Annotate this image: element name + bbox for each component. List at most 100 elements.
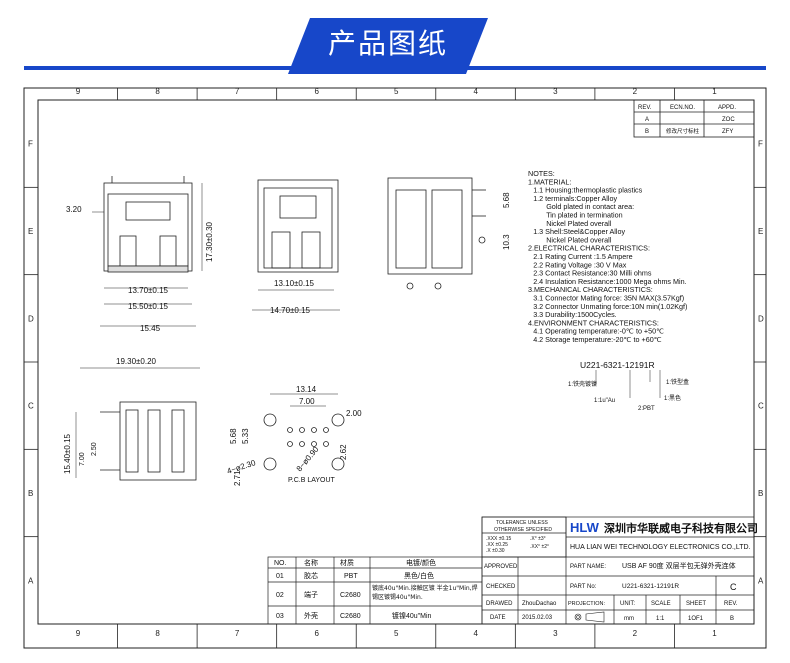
- drawer-name: ZhouDachao: [522, 601, 557, 607]
- rev-label: REV.: [724, 601, 738, 607]
- bom-row1-no: 01: [276, 573, 284, 580]
- rev-row-a-rev: A: [645, 117, 649, 123]
- bom-row2-no: 02: [276, 592, 284, 599]
- grid-row-left-A: A: [28, 576, 34, 585]
- dim-17-30: 17.30±0.30: [205, 221, 214, 262]
- dim-15-45: 15.45: [140, 324, 161, 333]
- part-no-label: PART No:: [570, 584, 597, 590]
- front-view: [103, 176, 193, 273]
- dim-2-71: 2.71: [233, 470, 242, 486]
- bom-header-mat: 材质: [340, 558, 354, 567]
- note-line: 2.2 Rating Voltage :30 V Max: [533, 260, 627, 269]
- note-line: 3.MECHANICAL CHARACTERISTICS:: [528, 285, 653, 294]
- note-line: 2.3 Contact Resistance:30 Milli ohms: [533, 269, 652, 278]
- grid-col-bottom-2: 2: [633, 629, 638, 638]
- rev-value: B: [730, 616, 734, 622]
- rev-header-ecn: ECN.NO.: [670, 105, 695, 111]
- note-line: 3.3 Durability:1500Cycles.: [533, 310, 617, 319]
- grid-col-top-7: 7: [235, 87, 240, 96]
- grid-col-top-2: 2: [633, 87, 638, 96]
- sheet-label: SHEET: [686, 601, 706, 607]
- grid-col-top-5: 5: [394, 87, 399, 96]
- note-line: Nickel Plated overall: [546, 235, 612, 244]
- outer-frame: [23, 87, 767, 649]
- bom-row1-plating: 黑色/白色: [404, 571, 434, 580]
- bom-row1-name: 胶芯: [304, 571, 318, 580]
- rev-row-b-rev: B: [645, 129, 649, 135]
- grid-row-right-F: F: [758, 140, 763, 149]
- part-name: USB AF 90度 双层半包无弹外壳连体: [622, 561, 736, 570]
- note-line: Tin plated in termination: [546, 211, 622, 220]
- unit-label: UNIT:: [620, 601, 635, 607]
- part-code-l2: 1:1u"Au: [594, 398, 615, 404]
- dim-5-33: 5.33: [241, 428, 250, 444]
- bottom-view: [100, 401, 197, 481]
- tolerance-r2a: .XX ±0.25: [486, 542, 508, 548]
- bom-row1-mat: PBT: [344, 573, 358, 580]
- dim-7-00-bottom: 7.00: [79, 452, 86, 466]
- note-line: 1.MATERIAL:: [528, 177, 571, 186]
- note-line: 2.1 Rating Current :1.5 Ampere: [533, 252, 632, 261]
- dim-13-10: 13.10±0.15: [274, 279, 315, 288]
- tolerance-r2b: .XX° ±2°: [530, 544, 549, 550]
- note-line: 4.2 Storage temperature:-20℃ to +60℃: [533, 335, 662, 344]
- tolerance-r3a: .X ±0.30: [486, 548, 505, 554]
- note-line: 4.ENVIRONMENT CHARACTERISTICS:: [528, 318, 659, 327]
- bom-row3-no: 03: [276, 613, 284, 620]
- pcb-layout: [263, 393, 345, 471]
- page-title: 产品图纸: [327, 27, 448, 60]
- dim-2-00: 2.00: [346, 409, 362, 418]
- grid-col-bottom-5: 5: [394, 629, 399, 638]
- scale-label: SCALE: [651, 601, 671, 607]
- dim-2-50: 2.50: [91, 442, 98, 456]
- note-line: 2.4 Insulation Resistance:1000 Mega ohms…: [533, 277, 686, 286]
- title-block: [481, 516, 755, 625]
- bom-row3-plating: 镀镍40u"Min: [392, 611, 432, 620]
- grid-col-bottom-3: 3: [553, 629, 558, 638]
- pcb-layout-label: P.C.B LAYOUT: [288, 477, 336, 484]
- grid-row-right-E: E: [758, 227, 763, 236]
- company-logo: HLW: [570, 520, 600, 535]
- grid-row-right-C: C: [758, 402, 764, 411]
- part-code: U221-6321-12191R: [580, 360, 655, 370]
- bom-row2-mat: C2680: [340, 592, 361, 599]
- grid-row-left-D: D: [28, 314, 34, 323]
- rev-header-appd: APPD.: [718, 105, 736, 111]
- grid-row-left-F: F: [28, 140, 33, 149]
- part-no: U221-6321-12191R: [622, 583, 679, 590]
- dim-hole-0-90: 8−ø0.90: [295, 444, 321, 473]
- note-line: Gold plated in contact area:: [546, 202, 634, 211]
- grid-row-left-C: C: [28, 402, 34, 411]
- dim-13-14: 13.14: [296, 385, 317, 394]
- note-line: Nickel Plated overall: [546, 219, 612, 228]
- drawing-size: C: [730, 582, 737, 592]
- dim-15-50: 15.50±0.15: [128, 302, 169, 311]
- company-name-en: HUA LIAN WEI TECHNOLOGY ELECTRONICS CO.,…: [570, 544, 751, 551]
- date-label: DATE: [490, 615, 506, 621]
- grid-row-right-A: A: [758, 576, 764, 585]
- tolerance-title: TOLERANCE UNLESS: [496, 520, 549, 526]
- grid-col-bottom-6: 6: [314, 629, 319, 638]
- note-line: NOTES:: [528, 169, 555, 178]
- grid-row-left-B: B: [28, 489, 33, 498]
- side-view: [387, 177, 486, 290]
- dim-19-30: 19.30±0.20: [116, 357, 157, 366]
- dim-7-00-pcb: 7.00: [299, 397, 315, 406]
- dim-5-68-pcb: 5.68: [229, 428, 238, 444]
- grid-col-top-9: 9: [76, 87, 81, 96]
- note-line: 2.ELECTRICAL CHARACTERISTICS:: [528, 244, 650, 253]
- dim-3-20: 3.20: [66, 205, 82, 214]
- revision-table: [633, 99, 755, 138]
- bom-header-no: NO.: [274, 560, 287, 567]
- scale-value: 1:1: [656, 616, 665, 622]
- bom-header-plating: 电镀/颜色: [406, 558, 436, 567]
- drawed-label: DRAWED: [486, 601, 513, 607]
- note-line: 1.2 terminals:Copper Alloy: [533, 194, 617, 203]
- sheet-value: 1OF1: [688, 616, 704, 622]
- note-line: 4.1 Operating temperature:-0℃ to +50℃: [533, 327, 664, 336]
- checked-label: CHECKED: [486, 584, 516, 590]
- banner-box: [288, 18, 488, 74]
- grid-row-left-E: E: [28, 227, 33, 236]
- projection-symbol-icon: [574, 611, 605, 623]
